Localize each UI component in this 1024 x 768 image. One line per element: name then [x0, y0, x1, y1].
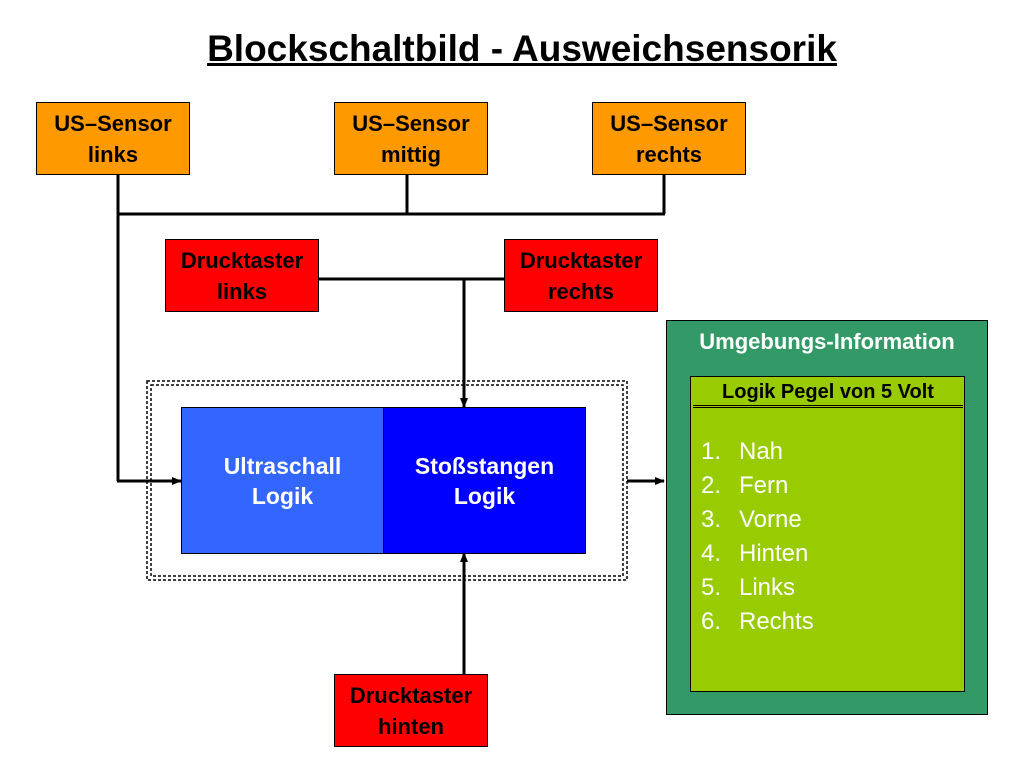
us-sensor-center-line2: mittig	[381, 141, 441, 167]
environment-info-inner: Logik Pegel von 5 Volt 1.Nah 2.Fern 3.Vo…	[690, 376, 965, 692]
us-sensor-right: US–Sensor rechts	[592, 102, 746, 175]
list-item: 5.Links	[701, 574, 796, 601]
environment-list: 1.Nah 2.Fern 3.Vorne 4.Hinten 5.Links 6.…	[701, 435, 814, 639]
push-button-back: Drucktaster hinten	[334, 674, 488, 747]
list-item: 1.Nah	[701, 438, 784, 465]
bumper-logic-line2: Logik	[453, 482, 516, 509]
push-button-right-line1: Drucktaster	[519, 247, 643, 273]
push-button-back-line1: Drucktaster	[349, 682, 473, 708]
list-item: 2.Fern	[701, 472, 789, 499]
list-item: 3.Vorne	[701, 506, 802, 533]
logic-level-heading: Logik Pegel von 5 Volt	[693, 381, 963, 408]
push-button-right: Drucktaster rechts	[504, 239, 658, 312]
us-sensor-right-line2: rechts	[635, 141, 703, 167]
list-item: 4.Hinten	[701, 540, 809, 567]
push-button-back-line2: hinten	[378, 713, 444, 739]
logic-frame-inner	[150, 384, 624, 577]
environment-info-panel: Umgebungs-Information Logik Pegel von 5 …	[666, 320, 988, 715]
us-sensor-left-line1: US–Sensor	[54, 110, 172, 136]
push-button-right-line2: rechts	[547, 278, 615, 304]
us-sensor-left: US–Sensor links	[36, 102, 190, 175]
diagram-title: Blockschaltbild - Ausweichsensorik	[207, 28, 837, 69]
push-button-left: Drucktaster links	[165, 239, 319, 312]
ultrasonic-logic-block: Ultraschall Logik	[181, 407, 384, 554]
ultrasonic-logic-line1: Ultraschall	[223, 452, 342, 479]
ultrasonic-logic-line2: Logik	[251, 482, 314, 509]
logic-frame-outer	[146, 380, 628, 581]
bumper-logic-line1: Stoßstangen	[414, 452, 555, 479]
us-sensor-left-line2: links	[87, 141, 139, 167]
push-button-left-line1: Drucktaster	[180, 247, 304, 273]
us-sensor-center: US–Sensor mittig	[334, 102, 488, 175]
push-button-left-line2: links	[216, 278, 268, 304]
bumper-logic-block: Stoßstangen Logik	[383, 407, 586, 554]
environment-info-title: Umgebungs-Information	[699, 329, 955, 354]
us-sensor-center-line1: US–Sensor	[352, 110, 470, 136]
list-item: 6.Rechts	[701, 608, 814, 635]
us-sensor-right-line1: US–Sensor	[610, 110, 728, 136]
